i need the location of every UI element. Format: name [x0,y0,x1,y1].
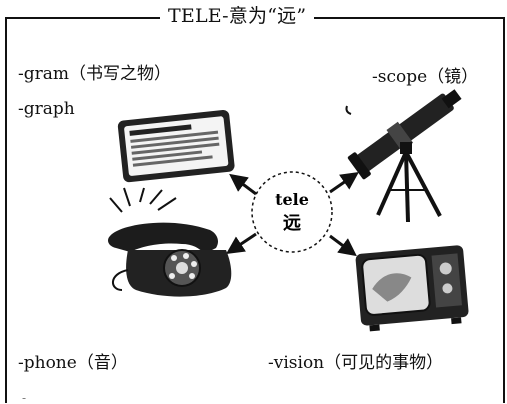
television-icon [355,245,469,332]
label-gram: -gram（书写之物） [18,64,172,84]
label-phone: -phone（音） [18,353,128,373]
arrow-to-telescope [329,171,359,194]
diagram-title: TELE-意为“远” [160,4,315,28]
center-word: tele [275,190,309,209]
corner-mark: - [22,391,26,404]
telephone-icon [108,187,232,297]
telegram-icon [117,110,235,183]
label-graph: -graph [18,99,75,119]
center-meaning: 远 [283,213,301,234]
telescope-icon [345,89,462,223]
label-vision: -vision（可见的事物） [268,353,444,373]
center-node: tele 远 [251,171,333,253]
arrow-to-television [329,234,357,257]
arrow-to-telephone [226,232,257,254]
label-scope: -scope（镜） [372,67,479,87]
arrow-to-telegram [229,173,257,196]
